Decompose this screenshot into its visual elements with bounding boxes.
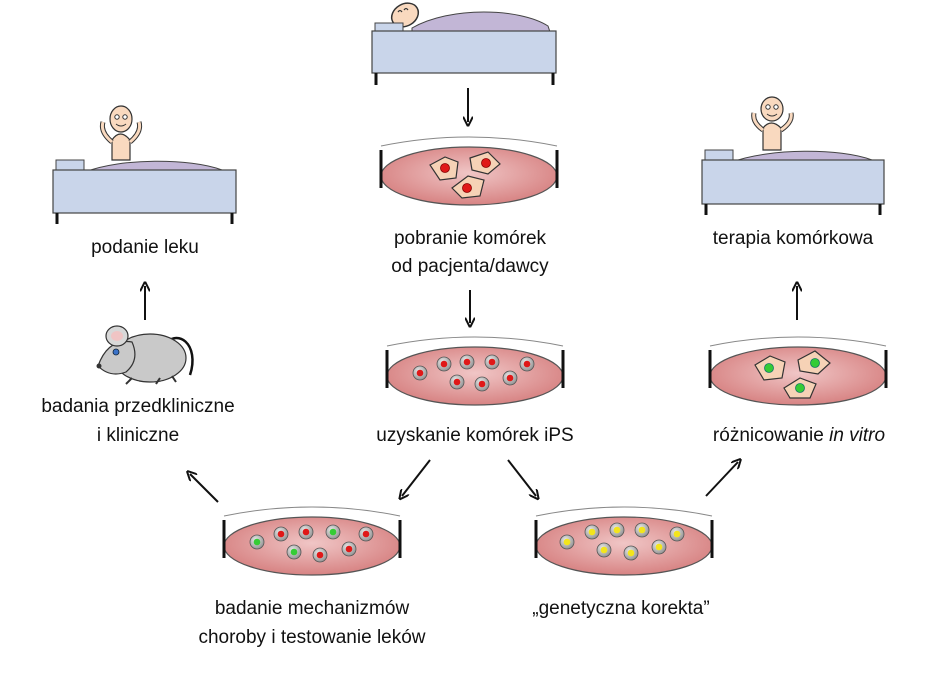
label-mechanizmy-line2: choroby i testowanie leków (198, 627, 425, 648)
patient-waving-icon (751, 96, 794, 151)
arrow-icon (402, 459, 431, 496)
patient-recovered-right (701, 96, 885, 215)
mouse-icon (96, 325, 194, 385)
ips-colony-icon (559, 522, 685, 561)
petri-dish-patient-cells (379, 136, 559, 206)
arrow-icon (190, 474, 219, 503)
label-badania-line2: i kliniczne (97, 425, 179, 446)
bed-icon (52, 169, 237, 214)
label-korekta: „genetyczna korekta” (532, 598, 709, 619)
label-mechanizmy-line1: badanie mechanizmów (215, 598, 410, 619)
label-uzyskanie: uzyskanie komórek iPS (376, 425, 573, 446)
label-roznicowanie: różnicowanie in vitro (713, 425, 885, 446)
label-terapia: terapia komórkowa (713, 228, 874, 249)
ips-colony-icon (412, 354, 535, 392)
petri-dish-differentiated-cells (708, 336, 888, 406)
bed-icon (701, 159, 885, 205)
petri-dish-corrected-cells (534, 506, 714, 576)
patient-waving-icon (99, 105, 143, 161)
label-pobranie-line1: pobranie komórek (394, 228, 547, 249)
cell-icon (451, 175, 485, 199)
ips-colony-icon (249, 524, 374, 563)
patient-lying-bed (371, 2, 557, 85)
cell-icon (797, 350, 831, 375)
label-pobranie-line2: od pacjenta/dawcy (391, 256, 549, 277)
patient-recovered-left (52, 105, 237, 224)
arrow-icon (507, 459, 536, 496)
cell-icon (429, 156, 459, 181)
blanket (411, 11, 551, 33)
petri-dish-disease-model (222, 506, 402, 576)
bed-icon (371, 30, 557, 74)
label-roznicowanie-prefix: różnicowanie (713, 425, 829, 446)
cell-icon (754, 355, 786, 381)
arrow-icon (705, 462, 738, 497)
label-roznicowanie-italic: in vitro (829, 425, 885, 446)
petri-dish-ips-cells (385, 336, 565, 406)
patient-head-icon (390, 2, 420, 28)
label-badania-line1: badania przedkliniczne (41, 396, 234, 417)
cell-icon (783, 377, 817, 399)
cell-icon (469, 151, 501, 175)
label-podanie-leku: podanie leku (91, 237, 199, 258)
